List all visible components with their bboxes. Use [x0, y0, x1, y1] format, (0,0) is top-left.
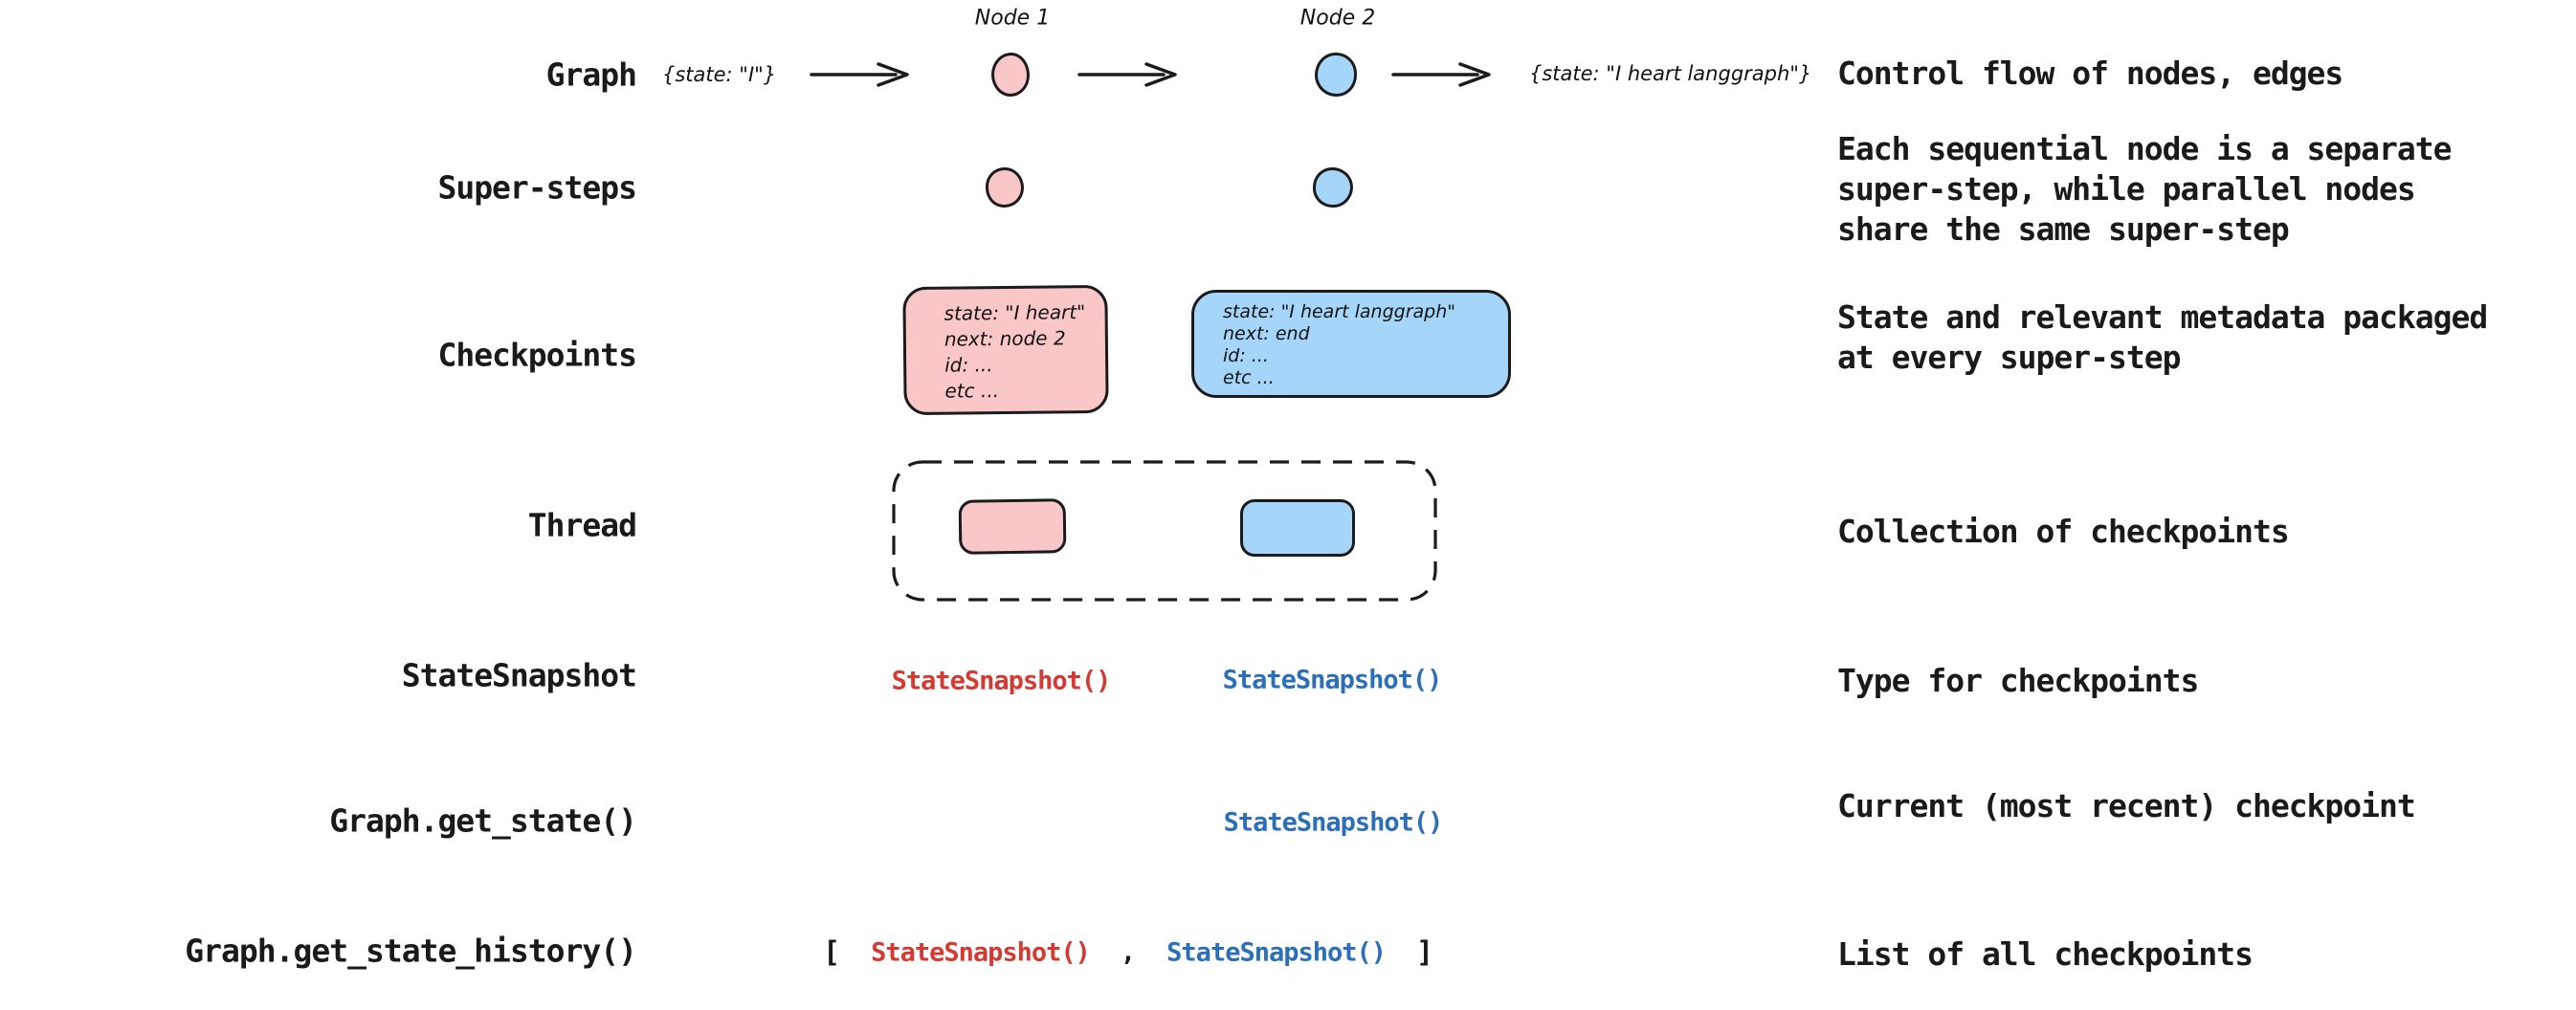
history-state-snapshot-blue: StateSnapshot() [1166, 937, 1387, 968]
checkpoint-line: state: "I heart" [944, 300, 1086, 325]
thread-item-node1 [958, 498, 1067, 555]
state-snapshot-red: StateSnapshot() [891, 666, 1112, 696]
checkpoint-line: state: "I heart langgraph" [1223, 301, 1456, 322]
history-state-snapshot-red: StateSnapshot() [871, 937, 1091, 968]
description-checkpoints: State and relevant metadata packaged at … [1837, 298, 2488, 376]
checkpoint-line: etc ... [944, 379, 1000, 403]
super-step-node1-circle [986, 167, 1024, 208]
super-step-node2-circle [1313, 167, 1353, 208]
thread-item-node2 [1240, 499, 1355, 557]
row-label-checkpoints: Checkpoints [437, 336, 637, 374]
description-thread: Collection of checkpoints [1837, 513, 2290, 550]
input-state-annotation: {state: "I"} [662, 63, 777, 86]
history-comma: , [1120, 937, 1137, 968]
arrow-right-icon [810, 62, 909, 87]
history-bracket-close: ] [1416, 935, 1434, 970]
thread-boundary [892, 460, 1437, 602]
description-graph: Control flow of nodes, edges [1837, 55, 2343, 92]
checkpoint-line: next: end [1223, 323, 1310, 344]
description-get-state-history: List of all checkpoints [1837, 935, 2254, 973]
node2-circle [1315, 53, 1357, 97]
node2-title: Node 2 [1299, 6, 1376, 31]
checkpoint-card-node2: state: "I heart langgraph" next: end id:… [1191, 290, 1511, 398]
arrow-right-icon [1077, 62, 1177, 87]
output-state-annotation: {state: "I heart langgraph"} [1529, 62, 1812, 85]
row-label-get-state: Graph.get_state() [329, 801, 637, 840]
node1-title: Node 1 [974, 6, 1051, 31]
row-label-get-state-history: Graph.get_state_history() [185, 932, 637, 970]
state-snapshot-blue: StateSnapshot() [1222, 665, 1443, 695]
arrow-right-icon [1391, 62, 1491, 87]
description-statesnapshot: Type for checkpoints [1837, 662, 2199, 699]
description-get-state: Current (most recent) checkpoint [1837, 787, 2416, 824]
checkpoint-line: etc ... [1223, 367, 1275, 388]
node1-circle [991, 53, 1030, 97]
checkpoint-line: id: ... [1223, 345, 1269, 366]
current-state-snapshot: StateSnapshot() [1223, 807, 1444, 838]
checkpoint-line: id: ... [944, 353, 993, 377]
description-super-steps: Each sequential node is a separate super… [1837, 130, 2453, 248]
history-bracket-open: [ [823, 935, 841, 970]
row-label-thread: Thread [527, 506, 637, 544]
state-history-list: [ StateSnapshot() , StateSnapshot() ] [823, 936, 1433, 970]
checkpoint-card-node1: state: "I heart" next: node 2 id: ... et… [902, 284, 1109, 416]
row-label-graph: Graph [545, 55, 637, 94]
row-label-statesnapshot: StateSnapshot [401, 656, 637, 694]
row-label-super-steps: Super-steps [437, 168, 637, 207]
checkpoint-line: next: node 2 [944, 326, 1066, 351]
